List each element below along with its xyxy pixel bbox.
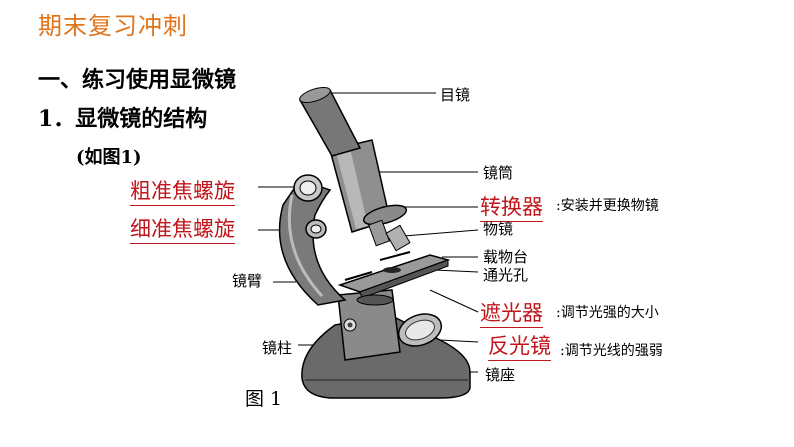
desc-nosepiece: :安装并更换物镜: [556, 198, 659, 214]
label-pillar: 镜柱: [262, 339, 293, 357]
answer-mirror: 反光镜: [488, 330, 551, 361]
section-heading: 一、练习使用显微镜: [38, 67, 237, 93]
answer-fine-focus: 细准焦螺旋: [130, 213, 235, 244]
label-stage: 载物台: [483, 248, 529, 266]
desc-mirror: :调节光线的强弱: [560, 343, 663, 359]
label-arm: 镜臂: [232, 272, 263, 290]
answer-diaphragm: 遮光器: [480, 297, 543, 328]
section-subheading: 1．显微镜的结构: [38, 106, 208, 132]
label-aperture: 通光孔: [483, 266, 529, 284]
desc-diaphragm: :调节光强的大小: [556, 305, 659, 321]
label-eyepiece: 目镜: [440, 86, 471, 104]
label-objective: 物镜: [483, 220, 514, 238]
page-title: 期末复习冲刺: [38, 12, 188, 40]
figure-reference: (如图1): [76, 147, 142, 168]
answer-nosepiece: 转换器: [480, 191, 543, 222]
label-base: 镜座: [485, 366, 516, 384]
figure-caption: 图 1: [245, 388, 283, 410]
answer-coarse-focus: 粗准焦螺旋: [130, 175, 235, 206]
label-tube: 镜筒: [483, 164, 514, 182]
